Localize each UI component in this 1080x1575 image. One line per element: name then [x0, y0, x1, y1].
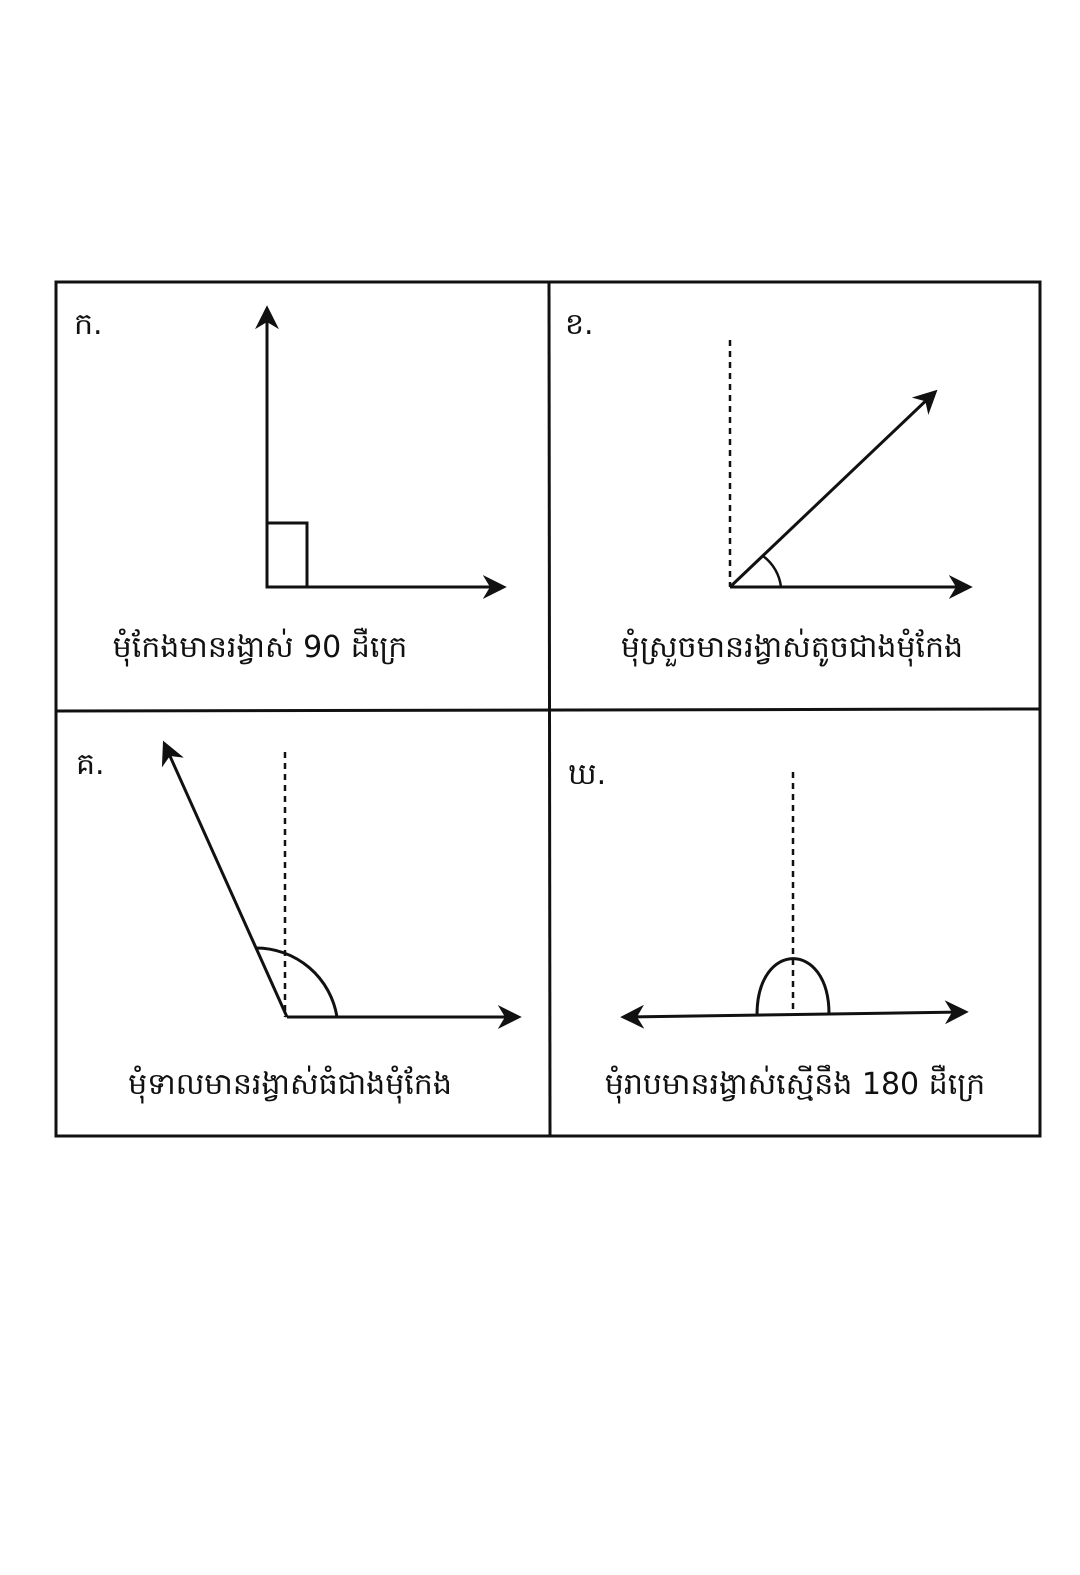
horizontal-divider: [55, 707, 1041, 713]
straight-angle-figure: [620, 772, 969, 1029]
panel-label: ខ.: [565, 307, 594, 342]
right-angle-figure: [255, 305, 507, 599]
panel-label: ឃ.: [568, 757, 607, 792]
right-angle-mark: [265, 521, 309, 589]
panel-caption: មុំកែងមានរង្វាស់ 90 ដឺក្រេ: [112, 630, 408, 665]
panel-label: ក.: [74, 307, 103, 342]
panel-caption: មុំទាលមានរង្វាស់ធំជាងមុំកែង: [128, 1067, 452, 1102]
panel-caption: មុំស្រួចមានរង្វាស់តូចជាងមុំកែង: [620, 630, 964, 665]
panel-caption: មុំរាបមានរង្វាស់ស្មើនឹង 180 ដឺក្រេ: [604, 1067, 986, 1102]
angle-arc: [255, 946, 339, 1018]
panel-label: គ.: [76, 747, 105, 782]
angle-arc: [755, 957, 831, 1016]
angle-arc: [762, 554, 783, 588]
obtuse-angle-figure: [161, 740, 522, 1029]
acute-angle-figure: [728, 340, 973, 599]
